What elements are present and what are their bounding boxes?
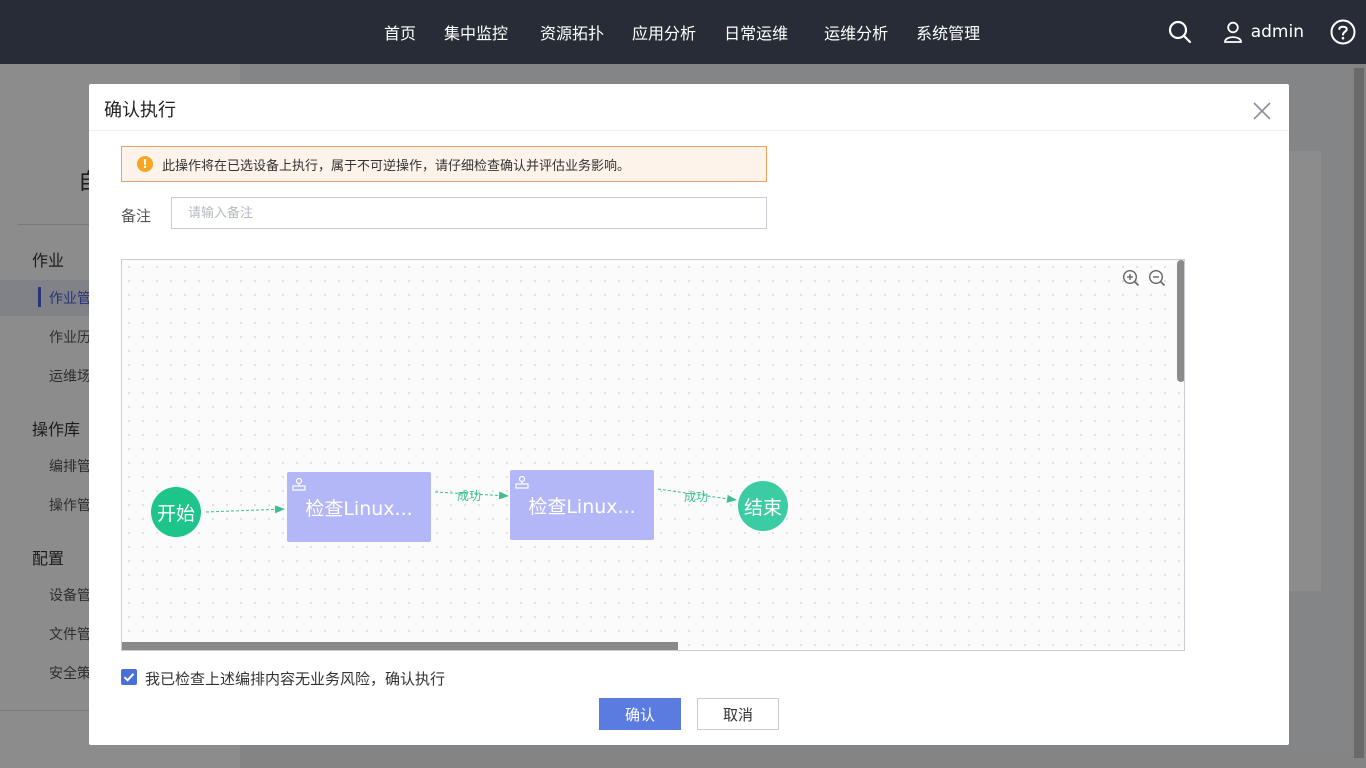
top-navigation-bar: 首页 集中监控 资源拓扑 应用分析 日常运维 运维分析 系统管理 admin	[0, 0, 1366, 64]
flow-edge	[434, 491, 509, 500]
sidebar-item-operation[interactable]: 操作管	[49, 498, 91, 514]
flow-edge	[657, 488, 737, 503]
nav-item-ops-analysis[interactable]: 运维分析	[824, 24, 889, 43]
user-icon	[1223, 21, 1242, 43]
dialog-header: 确认执行	[89, 84, 1289, 131]
remark-label: 备注	[121, 207, 152, 225]
dialog-title: 确认执行	[104, 100, 176, 121]
flow-canvas[interactable]: 开始 检查Linux... 成功 检查Linux... 成功 结束	[121, 259, 1185, 651]
flow-end-node[interactable]: 结束	[738, 481, 788, 531]
sidebar-active-indicator	[38, 287, 41, 307]
nav-item-daily-ops[interactable]: 日常运维	[724, 24, 789, 43]
edge-label: 成功	[684, 490, 709, 504]
warning-alert: ! 此操作将在已选设备上执行，属于不可逆操作，请仔细检查确认并评估业务影响。	[121, 146, 767, 182]
check-icon	[123, 673, 135, 682]
confirm-checkbox-label[interactable]: 我已检查上述编排内容无业务风险，确认执行	[145, 670, 446, 688]
flow-task-node[interactable]: 检查Linux...	[287, 472, 431, 542]
sidebar-item-job-history[interactable]: 作业历	[49, 330, 91, 346]
canvas-horizontal-scrollbar[interactable]	[122, 642, 678, 650]
sidebar-item-security[interactable]: 安全策	[49, 666, 91, 682]
sidebar-group-jobs[interactable]: 作业	[32, 251, 65, 270]
remark-input[interactable]	[171, 197, 767, 229]
canvas-vertical-scrollbar[interactable]	[1177, 260, 1184, 382]
task-label: 检查Linux...	[528, 495, 636, 518]
content-card	[1289, 151, 1321, 591]
script-icon	[292, 477, 306, 491]
confirm-button[interactable]: 确认	[599, 698, 681, 730]
page-vertical-scrollbar[interactable]	[1352, 64, 1366, 768]
close-icon[interactable]	[1252, 101, 1272, 121]
nav-item-app-analysis[interactable]: 应用分析	[632, 24, 697, 43]
sidebar-group-op-library[interactable]: 操作库	[32, 420, 81, 439]
username: admin	[1250, 22, 1304, 42]
flow-start-node[interactable]: 开始	[151, 487, 201, 537]
flow-edges	[205, 488, 737, 514]
top-right-tools: admin	[1167, 0, 1356, 64]
edge-label: 成功	[457, 489, 482, 503]
scrollbar-thumb[interactable]	[1354, 68, 1364, 758]
sidebar-item-orchestration[interactable]: 编排管	[49, 459, 91, 475]
flow-task-node[interactable]: 检查Linux...	[510, 470, 654, 540]
sidebar-item-job-manage[interactable]: 作业管	[49, 291, 91, 307]
warning-icon: !	[137, 156, 153, 172]
sidebar-group-config[interactable]: 配置	[32, 549, 65, 568]
main-nav: 首页 集中监控 资源拓扑 应用分析 日常运维 运维分析 系统管理	[384, 0, 1008, 64]
sidebar-item-device[interactable]: 设备管	[49, 588, 91, 604]
warning-text: 此操作将在已选设备上执行，属于不可逆操作，请仔细检查确认并评估业务影响。	[162, 158, 631, 174]
page-horizontal-scrollbar[interactable]	[240, 750, 1352, 768]
task-label: 检查Linux...	[305, 497, 413, 520]
nav-item-topology[interactable]: 资源拓扑	[540, 24, 605, 43]
sidebar-item-ops-scenario[interactable]: 运维场	[49, 369, 91, 385]
cancel-button[interactable]: 取消	[697, 698, 779, 730]
confirm-execute-dialog: 确认执行 ! 此操作将在已选设备上执行，属于不可逆操作，请仔细检查确认并评估业务…	[89, 84, 1289, 745]
nav-item-system-admin[interactable]: 系统管理	[916, 24, 981, 43]
sidebar-item-file[interactable]: 文件管	[49, 627, 91, 643]
zoom-out-icon[interactable]	[1148, 269, 1166, 287]
confirm-checkbox[interactable]	[121, 669, 137, 685]
nav-item-home[interactable]: 首页	[384, 24, 417, 43]
help-icon[interactable]	[1330, 19, 1356, 45]
user-menu[interactable]: admin	[1223, 21, 1304, 43]
nav-item-monitoring[interactable]: 集中监控	[444, 24, 509, 43]
zoom-in-icon[interactable]	[1122, 269, 1140, 287]
search-icon[interactable]	[1167, 19, 1193, 45]
flow-edge	[205, 505, 285, 514]
script-icon	[515, 475, 529, 489]
